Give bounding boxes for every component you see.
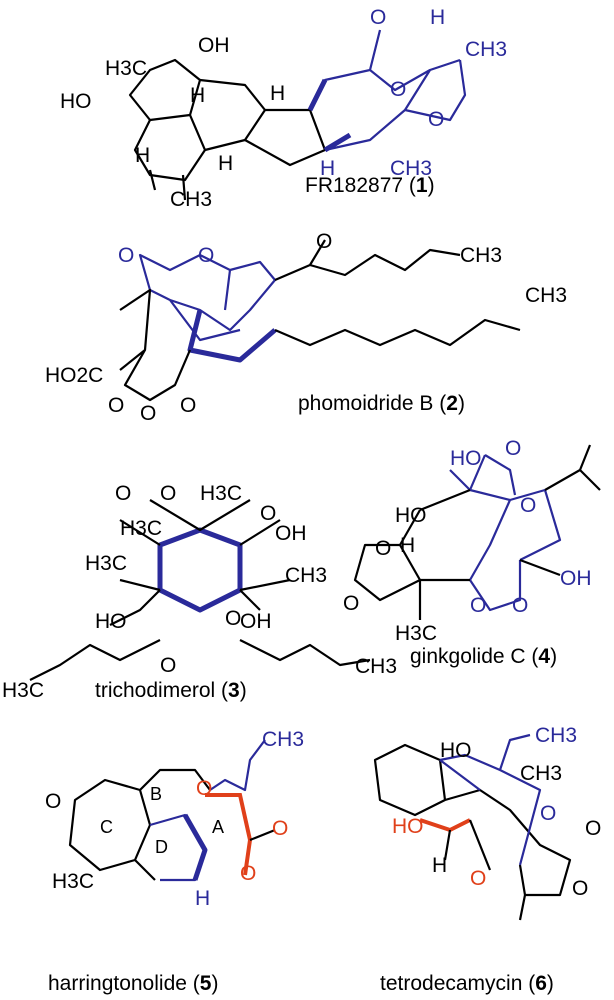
o-label: O: [375, 537, 391, 560]
o-label: O: [272, 817, 288, 840]
h3c-label: H3C: [200, 482, 242, 505]
compound-name-1: FR182877 (1): [305, 174, 435, 197]
o-label: O: [160, 654, 176, 677]
h-label: H: [400, 534, 415, 557]
ch3-label: CH3: [355, 655, 397, 678]
compound-name-5: harringtonolide (5): [48, 972, 218, 995]
o-label: O: [390, 78, 406, 101]
h-label: H: [218, 152, 233, 175]
h3c-label: H3C: [395, 622, 437, 645]
o-label: O: [240, 862, 256, 885]
compound-name-4: ginkgolide C (4): [410, 645, 557, 668]
oh-label: OH: [560, 567, 592, 590]
o-label: O: [160, 482, 176, 505]
ring-b-label: B: [150, 784, 162, 804]
o-label: O: [198, 244, 214, 267]
structure-tetrodecamycin: HO CH3 CH3 O O HO H O O tetrodecamycin (…: [373, 724, 601, 995]
h3c-label: H3C: [2, 679, 44, 702]
structure-phomoidride-b: O CH3 CH3 O O HO2C O O O phomoidride B (…: [45, 230, 567, 425]
ho2c-label: HO2C: [45, 364, 103, 387]
h3c-label: H3C: [52, 870, 94, 893]
structure-ginkgolide-c: O HO O OH O O HO H O O H3C ginkgolide C …: [343, 437, 601, 668]
o-label: O: [572, 877, 588, 900]
ch3-label: CH3: [262, 728, 304, 751]
compound-name-2: phomoidride B (2): [298, 392, 465, 415]
ho-label: HO: [450, 447, 482, 470]
structure-fr182877: H3C OH HO H H H H CH3 O H CH3 O O H CH3 …: [60, 6, 507, 211]
oh-label: OH: [198, 34, 230, 57]
o-label: O: [540, 802, 556, 825]
ch3-label: CH3: [390, 157, 432, 180]
h3c-label: H3C: [120, 517, 162, 540]
o-label: O: [370, 6, 386, 29]
ho-label: HO: [95, 610, 127, 633]
oh-label: OH: [275, 522, 307, 545]
ch3-label: CH3: [460, 244, 502, 267]
h-label: H: [190, 84, 205, 107]
oh-label: OH: [240, 610, 272, 633]
ch3-label: CH3: [285, 564, 327, 587]
o-label: O: [520, 494, 536, 517]
ho-label: HO: [60, 90, 92, 113]
ring-c-label: C: [100, 817, 113, 837]
h-label: H: [135, 144, 150, 167]
o-label: O: [470, 867, 486, 890]
ch3-label: CH3: [465, 38, 507, 61]
ring-d-label: D: [155, 837, 168, 857]
h-label: H: [432, 854, 447, 877]
ho-label: HO: [392, 815, 424, 838]
h-label: H: [430, 6, 445, 29]
structure-harringtonolide: O H3C CH3 O O O H B C D A harringtonolid…: [45, 728, 304, 995]
o-label: O: [196, 777, 212, 800]
o-label: O: [260, 502, 276, 525]
ch3-label: CH3: [535, 724, 577, 747]
ring-a-label: A: [212, 817, 224, 837]
ch3-label: CH3: [520, 762, 562, 785]
compound-name-3: trichodimerol (3): [95, 679, 247, 702]
o-label: O: [585, 817, 601, 840]
h-label: H: [320, 157, 335, 180]
ho-label: HO: [440, 739, 472, 762]
o-label: O: [115, 482, 131, 505]
o-label: O: [343, 592, 359, 615]
h-label: H: [195, 887, 210, 910]
structure-trichodimerol: O O H3C O H3C OH H3C CH3 HO O OH O H3C C…: [2, 482, 397, 702]
o-label: O: [108, 394, 124, 417]
o-label: O: [428, 108, 444, 131]
o-label: O: [225, 607, 241, 630]
compound-name-6: tetrodecamycin (6): [380, 972, 554, 995]
h3c-label: H3C: [85, 552, 127, 575]
o-label: O: [45, 790, 61, 813]
o-label: O: [512, 594, 528, 617]
h3c-label: H3C: [105, 57, 147, 80]
ch3-label: CH3: [170, 188, 212, 211]
h-label: H: [270, 82, 285, 105]
o-label: O: [140, 402, 156, 425]
ho-label: HO: [395, 504, 427, 527]
o-label: O: [470, 594, 486, 617]
ch3-label: CH3: [525, 284, 567, 307]
o-label: O: [118, 244, 134, 267]
o-label: O: [316, 230, 332, 253]
o-label: O: [180, 394, 196, 417]
o-label: O: [505, 437, 521, 460]
